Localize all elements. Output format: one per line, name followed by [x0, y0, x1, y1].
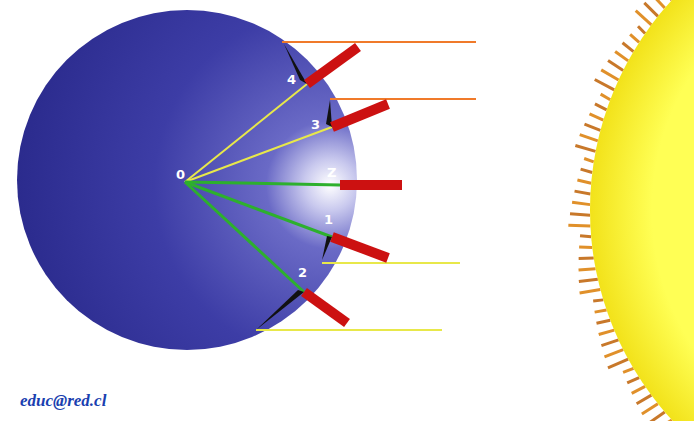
sun-ray [322, 262, 460, 264]
center-label: 0 [176, 168, 185, 181]
gnomon-stick [332, 104, 388, 127]
flame-stroke [662, 0, 672, 1]
flame-stroke [595, 310, 607, 312]
flame-stroke [604, 350, 623, 357]
flame-stroke [630, 34, 639, 42]
shadow [256, 290, 304, 330]
position-number: 4 [287, 73, 296, 86]
flame-stroke [577, 180, 591, 183]
radius-line [185, 182, 304, 292]
flame-stroke [637, 395, 652, 404]
position-number: 1 [324, 213, 333, 226]
gnomon-stick [332, 237, 388, 258]
gnomon-stick [304, 292, 347, 323]
flame-stroke [636, 11, 652, 25]
flame-stroke [648, 412, 665, 421]
flame-stroke [615, 51, 628, 60]
flame-stroke [593, 300, 603, 301]
radius-line [185, 182, 340, 185]
flame-stroke [601, 70, 618, 80]
earth [17, 10, 357, 350]
flame-stroke [596, 320, 610, 323]
flame-stroke [599, 330, 615, 334]
flame-stroke [579, 279, 598, 281]
position-number: 3 [311, 118, 320, 131]
gnomon-stick [340, 180, 402, 190]
flame-stroke [584, 158, 594, 161]
zenith-label: Z [327, 166, 336, 179]
flame-stroke [579, 246, 592, 249]
shadow [322, 236, 332, 260]
flame-stroke [568, 224, 590, 228]
flame-stroke [632, 386, 645, 393]
flame-stroke [622, 43, 633, 52]
radius-line [185, 127, 332, 182]
flame-stroke [601, 94, 611, 100]
flame-stroke [581, 169, 593, 172]
flame-stroke [580, 135, 598, 141]
sun-ray [330, 98, 476, 100]
flame-stroke [590, 114, 604, 120]
flame-stroke [608, 61, 623, 71]
sun [590, 0, 694, 421]
flame-stroke [572, 202, 590, 204]
flame-stroke [595, 80, 615, 90]
flame-stroke [575, 191, 591, 194]
flame-stroke [601, 340, 618, 346]
flame-stroke [623, 368, 633, 372]
flame-stroke [663, 420, 672, 421]
gnomon-stick [307, 47, 358, 84]
watermark: educ@red.cl [20, 392, 106, 409]
flame-stroke [570, 214, 590, 216]
radius-line [185, 182, 332, 237]
flame-stroke [580, 290, 601, 293]
radius-line [185, 84, 307, 182]
sun-ray [256, 329, 442, 331]
flame-stroke [653, 0, 665, 8]
flame-stroke [580, 234, 591, 238]
flame-stroke [584, 124, 600, 130]
flame-stroke [579, 269, 596, 270]
flame-stroke [575, 145, 595, 151]
flame-stroke [644, 3, 658, 16]
flame-stroke [595, 104, 607, 110]
flame-stroke [638, 26, 645, 33]
flame-stroke [627, 378, 639, 383]
flame-stroke [579, 257, 594, 260]
flame-stroke [642, 404, 658, 414]
sun-ray [282, 41, 476, 43]
position-number: 2 [298, 266, 307, 279]
flame-stroke [608, 359, 628, 368]
